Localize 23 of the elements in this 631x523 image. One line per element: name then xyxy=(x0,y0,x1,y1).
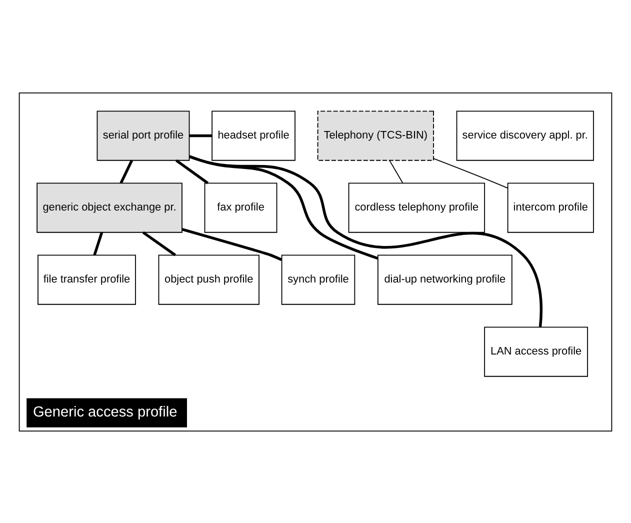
connector xyxy=(120,159,134,184)
node-box: generic object exchange pr. xyxy=(36,182,182,232)
connector xyxy=(93,232,104,256)
connector xyxy=(188,154,543,326)
node-box: service discovery appl. pr. xyxy=(456,110,594,160)
connector xyxy=(142,230,176,256)
connector xyxy=(175,158,209,184)
node-box: dial-up networking profile xyxy=(377,254,512,304)
connector xyxy=(433,158,508,188)
node-box: serial port profile xyxy=(96,110,190,160)
node-box: synch profile xyxy=(281,254,356,304)
connector xyxy=(189,134,212,137)
node-box: file transfer profile xyxy=(38,254,136,304)
node-box: intercom profile xyxy=(507,182,594,232)
node-box: cordless telephony profile xyxy=(348,182,486,232)
connector xyxy=(182,227,282,260)
connector xyxy=(188,154,378,260)
node-box: Telephony (TCS-BIN) xyxy=(317,110,434,160)
node-box: LAN access profile xyxy=(484,326,588,376)
node-box: fax profile xyxy=(204,182,278,232)
connector xyxy=(389,159,404,184)
node-box: object push profile xyxy=(158,254,260,304)
node-box: headset profile xyxy=(212,110,296,160)
